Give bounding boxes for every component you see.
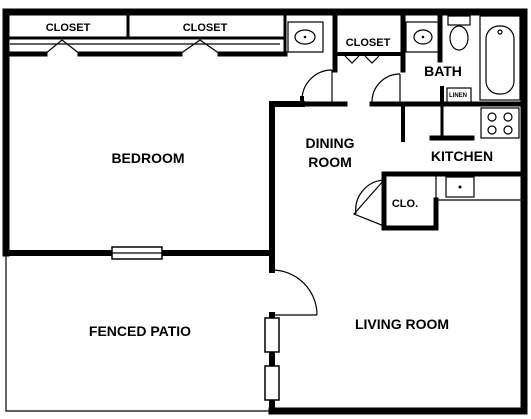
bedroom-hall-door — [300, 69, 333, 104]
dining-label-line2: ROOM — [308, 154, 352, 170]
exterior-walls — [2, 8, 528, 415]
sink-icon — [413, 29, 433, 45]
bathtub-icon — [479, 15, 521, 101]
closet-right-label: CLOSET — [183, 22, 228, 34]
kitchen-sink-icon — [445, 176, 475, 198]
patio-label: FENCED PATIO — [89, 323, 191, 339]
sink-icon — [294, 29, 316, 45]
stove-icon — [480, 107, 520, 139]
bath-door — [371, 73, 401, 103]
closet-bath-label: CLOSET — [346, 37, 391, 49]
bath-label: BATH — [424, 63, 462, 79]
kitchen-label: KITCHEN — [431, 148, 493, 164]
bathroom-walls — [282, 9, 527, 142]
kitchen-counter — [435, 174, 524, 201]
bedroom-label: BEDROOM — [111, 150, 184, 166]
dining-label-line1: DINING — [306, 135, 355, 151]
kitchen-walls — [381, 102, 527, 231]
sliding-door — [264, 317, 280, 401]
vanity-left — [287, 21, 324, 53]
linen-label: LINEN — [449, 93, 467, 99]
bedroom-window — [111, 246, 163, 260]
clo-door — [352, 179, 385, 227]
toilet-icon — [447, 15, 471, 51]
closet-left-label: CLOSET — [46, 22, 91, 34]
linen-closet — [446, 87, 472, 105]
clo-label: CLO. — [392, 198, 418, 210]
patio-door — [271, 269, 318, 316]
living-room-label: LIVING ROOM — [355, 316, 449, 332]
top-closets — [4, 10, 288, 57]
bath-closet-door — [344, 55, 380, 64]
vanity-right — [405, 21, 441, 53]
